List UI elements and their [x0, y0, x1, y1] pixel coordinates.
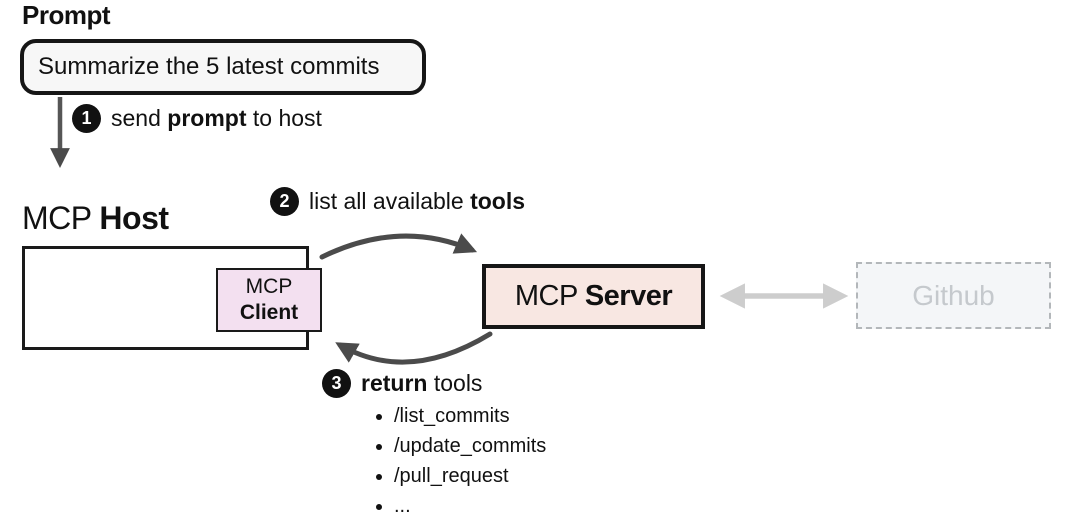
prompt-box-text: Summarize the 5 latest commits	[38, 53, 380, 80]
step-2-label: list all available tools	[309, 188, 526, 214]
step-1-label: send prompt to host	[111, 105, 322, 131]
step-2-number-badge: 2	[270, 187, 299, 216]
tool-list-item: ...	[394, 491, 546, 518]
step-1-number-badge: 1	[72, 104, 101, 133]
tool-list-item: /update_commits	[394, 431, 546, 461]
tool-list-item: /list_commits	[394, 401, 546, 431]
step-3-label: return tools	[361, 370, 483, 396]
mcp-host-title: MCP Host	[22, 200, 169, 236]
tool-list-item: /pull_request	[394, 461, 546, 491]
step-3-number-badge: 3	[322, 369, 351, 398]
github-box: Github	[856, 262, 1051, 329]
returned-tools-list: /list_commits /update_commits /pull_requ…	[372, 401, 546, 518]
mcp-server-box: MCP Server	[482, 264, 705, 329]
mcp-client-label-line1: MCP	[245, 275, 293, 298]
mcp-client-box: MCP Client	[216, 268, 322, 332]
step-2-list-tools: 2 list all available tools	[270, 187, 525, 216]
prompt-box: Summarize the 5 latest commits	[20, 39, 426, 95]
github-label: Github	[912, 279, 995, 311]
step-1-send-prompt: 1 send prompt to host	[72, 104, 322, 133]
step-3-return-tools: 3 return tools	[322, 369, 482, 398]
arrow-client-to-server	[319, 233, 478, 260]
arrow-server-to-client	[335, 331, 493, 365]
mcp-client-label-line2: Client	[239, 301, 299, 324]
mcp-server-label: MCP Server	[514, 280, 673, 312]
prompt-section-title: Prompt	[22, 0, 111, 30]
